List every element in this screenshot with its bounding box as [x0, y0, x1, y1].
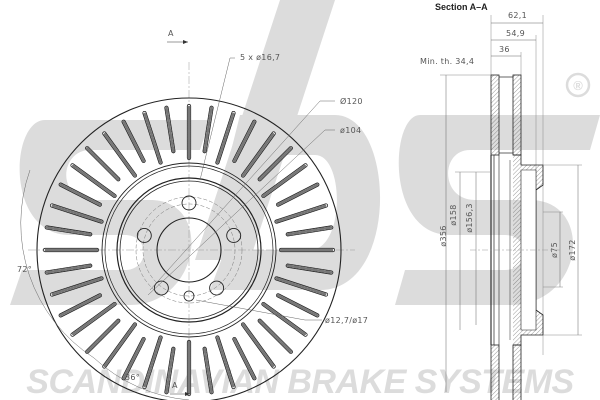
dim-overall-height: 62,1 [508, 11, 527, 20]
svg-text:A: A [172, 381, 178, 390]
dim-hat-flange-diameter: ø172 [568, 239, 577, 260]
vane [103, 323, 137, 368]
vane [50, 204, 103, 223]
small-hole-label: ø12,7/ø17 [325, 316, 368, 325]
vane [233, 337, 256, 380]
pcd-circle [135, 196, 243, 304]
vane [276, 294, 319, 317]
friction-ring-inner [101, 162, 277, 338]
vane [258, 146, 293, 181]
vane [165, 106, 175, 153]
hat-outer [116, 177, 262, 323]
dim-min-thickness: Min. th. 34,4 [420, 57, 474, 66]
locator-hole [183, 290, 195, 302]
vane [286, 264, 333, 274]
vane [59, 294, 102, 317]
pcd-outer-label: Ø120 [340, 96, 363, 106]
pcd-outer-leader [149, 100, 335, 291]
front-view: 5 x ø16,7 Ø120 ø104 ø12,7/ø17 72° 36° A … [17, 29, 368, 400]
brand-tagline: SCANDINAVIAN BRAKE SYSTEMS [26, 363, 574, 400]
angle-36-label: 36° [125, 373, 140, 382]
vane [275, 204, 328, 223]
vane [143, 336, 162, 389]
registered-mark-icon: ® [565, 72, 591, 98]
svg-text:®: ® [573, 78, 583, 93]
svg-text:A: A [168, 29, 174, 38]
bolt-hole-leader [199, 57, 235, 181]
vane [286, 226, 333, 236]
vane [262, 164, 307, 198]
vane [165, 347, 175, 394]
vane [85, 319, 120, 354]
vane [276, 183, 319, 206]
pcd-label: ø104 [340, 126, 361, 135]
vane [50, 277, 103, 296]
vane [122, 120, 145, 163]
bolt-holes-label: 5 x ø16,7 [240, 53, 280, 62]
dim-disc-diameter: ø356 [439, 225, 448, 246]
vane [45, 264, 92, 274]
vane [71, 164, 116, 198]
section-marker-bottom: A [170, 381, 190, 396]
pcd-leader [147, 129, 335, 296]
vane [216, 111, 235, 164]
inner-cheek-top [512, 74, 522, 156]
angle-72-arc [20, 169, 95, 359]
bolt-holes [136, 195, 242, 296]
vane [233, 120, 256, 163]
cooling-vanes [42, 103, 336, 397]
angle-72-label: 72° [17, 265, 32, 274]
vane [203, 347, 213, 394]
vane [203, 106, 213, 153]
vane [216, 336, 235, 389]
dim-thickness: 36 [499, 45, 510, 54]
vane [275, 277, 328, 296]
dim-hat-inner-diameter: ø156,3 [465, 203, 474, 233]
dim-hat-height: 54,9 [506, 29, 525, 38]
bolt-hole [153, 280, 169, 296]
vane [71, 302, 116, 336]
vane [85, 146, 120, 181]
vane [241, 323, 275, 368]
bolt-hole [209, 280, 225, 296]
vane [258, 319, 293, 354]
vane [59, 183, 102, 206]
section-view: Section A–A 62,1 54,9 36 Min. th. 34,4 ø… [420, 2, 582, 400]
small-hole-leader [195, 299, 322, 321]
vane [122, 337, 145, 380]
dim-hat-outer-diameter: ø158 [449, 204, 458, 225]
section-marker-top: A [167, 29, 188, 44]
vane [103, 132, 137, 177]
vane [143, 111, 162, 164]
outer-cheek-bottom [490, 344, 500, 400]
bolt-hole [181, 195, 197, 211]
vane [241, 132, 275, 177]
inner-cheek-bottom [512, 344, 522, 400]
bolt-hole [136, 228, 152, 243]
outer-cheek-top [490, 74, 500, 156]
disc-outer-edge [36, 97, 342, 400]
vane [262, 302, 307, 336]
section-title: Section A–A [435, 2, 488, 12]
bolt-hole [226, 228, 242, 243]
center-bore [156, 217, 222, 283]
vane [45, 226, 92, 236]
